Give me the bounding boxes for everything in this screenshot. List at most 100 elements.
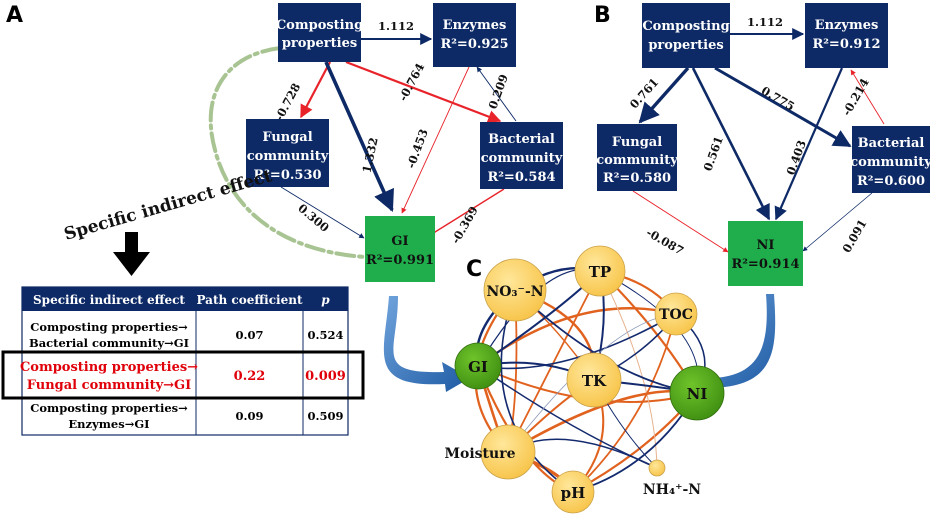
path-enz-gi: [401, 66, 470, 214]
table-row: Composting properties→ Bacterial communi…: [29, 320, 344, 350]
coef-enz-gi: -0.453: [404, 127, 431, 170]
panel-c-label: C: [466, 257, 482, 282]
path-bact-enz-b: [850, 69, 885, 125]
path-comp-fung-b: [638, 66, 690, 124]
coef-comp-ni-b: 0.561: [701, 134, 726, 173]
svg-text:Bacterial: Bacterial: [488, 132, 555, 147]
path-bact-ni-b: [802, 192, 873, 252]
curved-arrow-left: [383, 296, 470, 392]
circle-node-no3: NO₃⁻-N: [483, 258, 547, 322]
svg-text:Composting: Composting: [642, 19, 729, 34]
node-enzymes: Enzymes R²=0.925: [433, 3, 516, 67]
node-bacterial-community: Bacterial community R²=0.584: [480, 122, 563, 189]
svg-text:TOC: TOC: [659, 307, 693, 323]
coef-comp-enz: 1.112: [378, 19, 414, 33]
svg-text:Composting properties→: Composting properties→: [20, 360, 198, 375]
path-comp-gi: [324, 61, 394, 212]
svg-text:0.524: 0.524: [307, 328, 343, 342]
svg-text:Fungal: Fungal: [612, 135, 662, 150]
svg-text:properties: properties: [282, 36, 357, 51]
circle-node-tk: TK: [566, 352, 622, 408]
circle-node-toc: TOC: [654, 292, 698, 336]
svg-text:Fungal: Fungal: [262, 130, 312, 145]
svg-text:R²=0.600: R²=0.600: [857, 174, 925, 189]
down-arrow: [113, 232, 150, 276]
coef-bact-ni-b: 0.091: [839, 217, 869, 255]
svg-text:Moisture: Moisture: [445, 446, 516, 462]
svg-text:TP: TP: [589, 263, 611, 281]
path-fung-gi: [280, 186, 365, 239]
coef-enz-ni-b: 0.403: [784, 138, 809, 177]
circle-node-ph: pH: [551, 470, 595, 514]
svg-text:community: community: [596, 153, 678, 168]
svg-text:Composting properties→: Composting properties→: [30, 401, 188, 415]
path-comp-bact: [345, 60, 502, 123]
circle-node-nh4: NH₄⁺-N: [643, 459, 701, 498]
svg-text:R²=0.912: R²=0.912: [812, 37, 880, 52]
panel-c: C: [383, 245, 776, 514]
node-composting-properties-b: Composting properties: [642, 3, 730, 68]
svg-text:R²=0.991: R²=0.991: [366, 253, 434, 268]
svg-text:R²=0.584: R²=0.584: [487, 170, 555, 185]
coef-bact-enz-b: -0.214: [839, 76, 872, 118]
panel-a: A 1.112 -0.728 -0.764 1.332 -0.453 0.209…: [6, 3, 563, 282]
svg-text:NO₃⁻-N: NO₃⁻-N: [486, 284, 543, 300]
path-comp-fung: [300, 61, 331, 119]
svg-text:properties: properties: [648, 38, 723, 53]
table-row: Composting properties→ Enzymes→GI 0.09 0…: [30, 401, 343, 431]
table-header-p: p: [321, 293, 330, 307]
svg-text:R²=0.580: R²=0.580: [603, 171, 671, 186]
svg-text:Enzymes: Enzymes: [443, 18, 507, 33]
svg-text:NI: NI: [687, 385, 708, 403]
svg-text:0.22: 0.22: [234, 369, 266, 384]
coef-fung-gi: 0.300: [295, 201, 332, 235]
svg-text:0.509: 0.509: [307, 409, 343, 423]
svg-text:0.07: 0.07: [235, 328, 263, 342]
svg-text:Enzymes→GI: Enzymes→GI: [68, 417, 149, 431]
svg-text:NH₄⁺-N: NH₄⁺-N: [643, 482, 701, 498]
svg-text:GI: GI: [468, 358, 488, 376]
coef-comp-fung: -0.728: [272, 81, 304, 124]
node-ni: NI R²=0.914: [728, 221, 803, 286]
panel-a-label: A: [6, 3, 23, 28]
svg-text:Bacterial: Bacterial: [858, 136, 925, 151]
svg-text:community: community: [247, 149, 329, 164]
circle-node-ni: NI: [669, 365, 725, 421]
svg-text:Composting properties→: Composting properties→: [30, 320, 188, 334]
svg-text:R²=0.914: R²=0.914: [731, 257, 799, 272]
coef-fung-ni-b: -0.087: [644, 225, 686, 258]
coef-comp-bact-b: 0.775: [759, 83, 797, 113]
svg-text:Fungal community→GI: Fungal community→GI: [27, 378, 191, 393]
svg-text:0.009: 0.009: [305, 369, 346, 384]
svg-text:0.09: 0.09: [235, 409, 263, 423]
table-header-effect: Specific indirect effect: [33, 293, 185, 307]
svg-text:R²=0.530: R²=0.530: [253, 168, 321, 183]
svg-text:TK: TK: [582, 372, 607, 390]
path-bact-enz: [476, 66, 517, 122]
curved-arrow-right: [674, 294, 776, 394]
svg-text:Composting: Composting: [276, 18, 363, 33]
circle-node-moisture: Moisture: [445, 424, 536, 480]
node-fungal-community: Fungal community R²=0.530: [246, 119, 329, 187]
path-enz-ni-b: [774, 67, 844, 221]
svg-text:community: community: [850, 155, 932, 170]
svg-text:Bacterial community→GI: Bacterial community→GI: [29, 336, 189, 350]
node-fungal-community-b: Fungal community R²=0.580: [596, 124, 678, 191]
svg-text:NI: NI: [757, 238, 775, 253]
table-header-coef: Path coefficient: [196, 293, 303, 307]
svg-text:GI: GI: [391, 234, 408, 249]
path-comp-bact-b: [714, 66, 852, 148]
path-fung-ni-b: [632, 190, 729, 253]
circle-node-tp: TP: [574, 245, 626, 297]
svg-text:Enzymes: Enzymes: [815, 18, 879, 33]
panel-b-label: B: [594, 3, 611, 28]
indirect-effect-loop: [208, 46, 367, 259]
svg-text:R²=0.925: R²=0.925: [440, 37, 508, 52]
coef-comp-enz-b: 1.112: [747, 15, 783, 29]
coef-bact-enz: 0.209: [486, 72, 511, 111]
indirect-effect-table: Specific indirect effect Path coefficien…: [1, 286, 365, 436]
node-bacterial-community-b: Bacterial community R²=0.600: [850, 126, 932, 193]
highlight-box: [1, 350, 365, 400]
coef-bact-gi: -0.369: [448, 204, 481, 246]
